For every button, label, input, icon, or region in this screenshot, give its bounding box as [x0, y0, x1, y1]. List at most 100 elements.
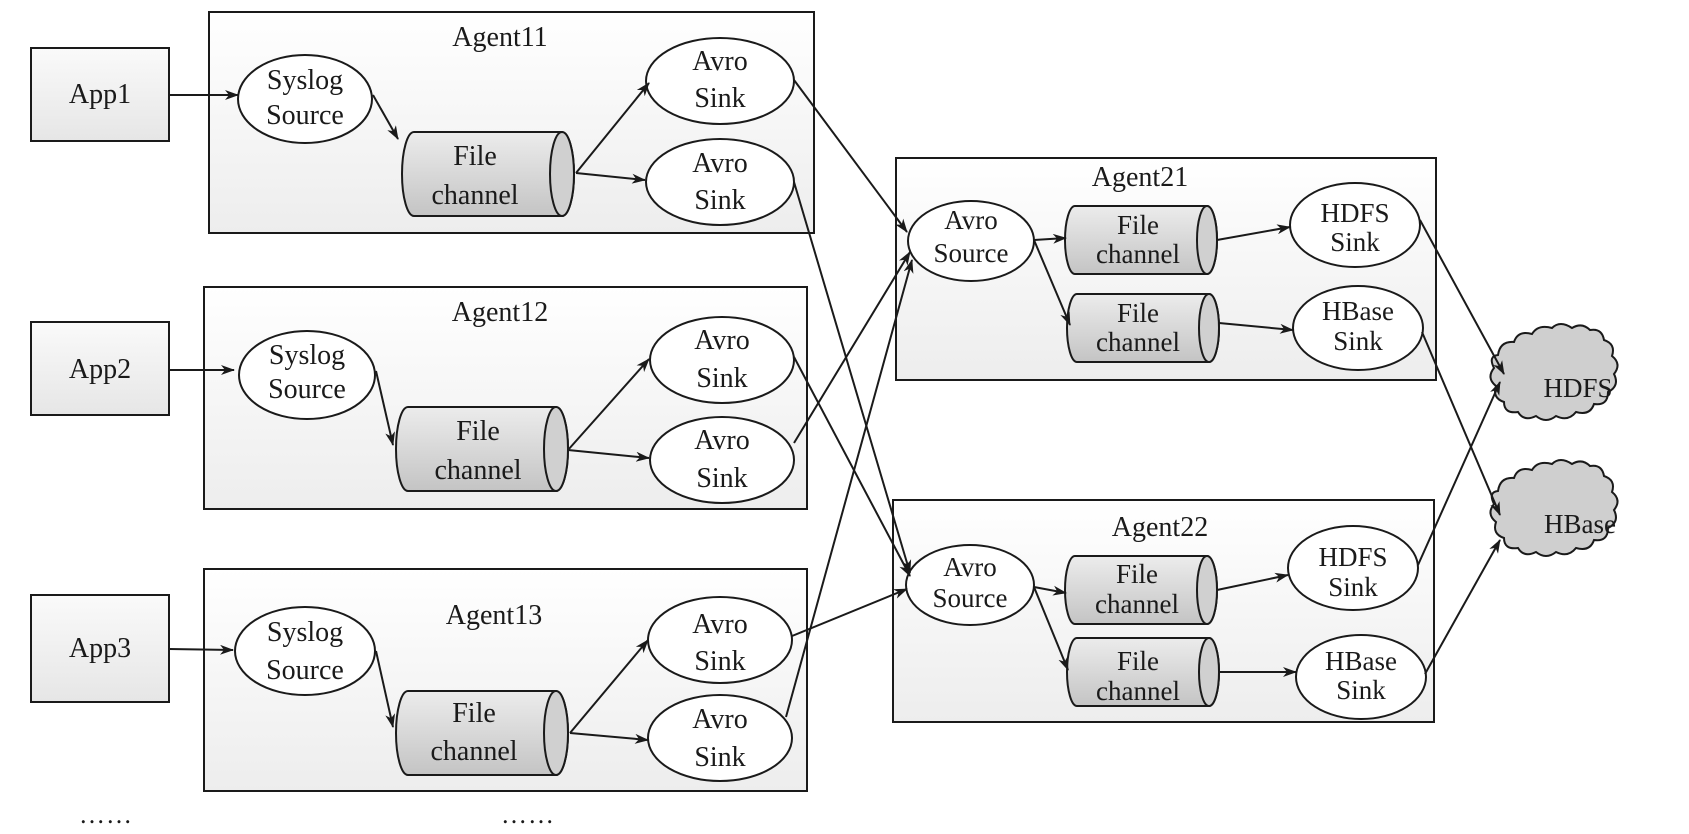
agent11-sink-a-line2: Sink	[694, 83, 745, 114]
agent12-syslog-source: Syslog Source	[238, 330, 376, 420]
edge-agent11-sink-b-agent22	[793, 181, 912, 574]
agent12-avro-sink-a: Avro Sink	[649, 316, 795, 404]
app3-label: App3	[69, 633, 131, 664]
agent22-channel-a-line2: channel	[1095, 589, 1179, 619]
agent13-syslog-source: Syslog Source	[234, 606, 376, 696]
agent12-sink-b-line1: Avro	[694, 425, 749, 456]
edge-agent13-source-channel	[375, 650, 396, 728]
agent22-hdfs-sink-line1: HDFS	[1318, 542, 1387, 572]
agent21-hbase-sink-line2: Sink	[1333, 326, 1383, 356]
agent21-hbase-sink-line1: HBase	[1322, 296, 1394, 326]
agent11-sink-b-line2: Sink	[694, 185, 745, 216]
agent21-file-channel-b: File channel	[1066, 292, 1220, 364]
agent13-sink-a-line1: Avro	[692, 609, 747, 640]
agent22-hbase-sink-line1: HBase	[1325, 646, 1397, 676]
hdfs-cloud: HDFS	[1489, 323, 1619, 421]
edge-agent22-hbase-store	[1424, 539, 1501, 675]
agent22-hdfs-sink: HDFS Sink	[1287, 525, 1419, 611]
agent12-channel-line2: channel	[434, 455, 521, 486]
agent21-channel-b-line1: File	[1117, 298, 1159, 328]
agent22-channel-a-line1: File	[1116, 559, 1158, 589]
agent13-source-line1: Syslog	[267, 617, 343, 648]
agent13-sink-b-line2: Sink	[694, 742, 745, 773]
agent13-avro-sink-b: Avro Sink	[647, 694, 793, 782]
agent22-hbase-sink: HBase Sink	[1295, 634, 1427, 720]
edge-agent21-hbase-store	[1421, 331, 1501, 516]
app2-node: App2	[30, 321, 170, 416]
app2-box	[30, 321, 170, 416]
agent11-channel-line1: File	[453, 141, 497, 172]
agent22-hbase-sink-line2: Sink	[1336, 675, 1386, 705]
agent21-channel-a-line1: File	[1117, 210, 1159, 240]
agent12-sink-a-line1: Avro	[694, 325, 749, 356]
agent11-file-channel: File channel	[401, 130, 575, 218]
agent11-syslog-source: Syslog Source	[237, 54, 373, 144]
agent12-source-line1: Syslog	[269, 340, 345, 371]
agent11-channel-line2: channel	[431, 180, 518, 211]
agent22-source-line2: Source	[933, 583, 1008, 613]
agent21-source-line1: Avro	[944, 205, 998, 235]
agent21-hdfs-sink-line2: Sink	[1330, 227, 1380, 257]
agent12-sink-b-line2: Sink	[696, 463, 747, 494]
agent12-source-line2: Source	[268, 374, 346, 405]
edges	[168, 79, 1505, 744]
edge-agent12-source-channel	[375, 370, 395, 446]
agent22-source-line1: Avro	[943, 552, 997, 582]
edge-agent21-source-channel-b	[1033, 239, 1071, 326]
agent11-source-line1: Syslog	[267, 65, 343, 96]
agent12-avro-sink-b: Avro Sink	[649, 416, 795, 504]
app1-node: App1	[30, 47, 170, 142]
edge-agent22-source-channel-b	[1033, 586, 1069, 671]
edge-agent11-channel-sink-b	[575, 172, 646, 184]
hbase-cloud: HBase	[1489, 459, 1619, 557]
agent21-avro-source: Avro Source	[907, 200, 1035, 282]
edge-agent21-channel-b-hbase	[1218, 322, 1294, 334]
agent11-avro-sink-b: Avro Sink	[645, 138, 795, 226]
app3-node: App3	[30, 594, 170, 703]
agent11-title: Agent11	[452, 22, 547, 53]
agent22-hdfs-sink-line2: Sink	[1328, 572, 1378, 602]
edge-agent22-source-channel-a	[1033, 585, 1067, 596]
agent22-channel-b-line2: channel	[1096, 676, 1180, 706]
agent11-source-line2: Source	[266, 100, 344, 131]
edge-app3-agent13	[168, 644, 234, 655]
agents-ellipsis: ……	[501, 800, 555, 829]
agent11-sink-a-line1: Avro	[692, 46, 747, 77]
edge-agent13-channel-sink-b	[569, 732, 649, 744]
agent22-file-channel-b: File channel	[1066, 636, 1220, 708]
app1-box	[30, 47, 170, 142]
agent22-avro-source: Avro Source	[905, 544, 1035, 626]
edge-agent12-sink-b-agent21	[793, 251, 911, 444]
edge-agent11-source-channel	[372, 94, 399, 140]
hbase-label: HBase	[1544, 509, 1616, 539]
app2-label: App2	[69, 354, 131, 385]
edge-agent12-channel-sink-a	[567, 358, 650, 451]
agent13-sink-a-line2: Sink	[694, 646, 745, 677]
agent22-title: Agent22	[1112, 512, 1208, 543]
agent22-file-channel-a: File channel	[1064, 554, 1218, 626]
agent12-file-channel: File channel	[395, 405, 569, 493]
edge-agent11-sink-a-agent21	[793, 79, 908, 233]
edge-agent22-channel-a-hdfs	[1216, 572, 1289, 591]
edge-agent11-channel-sink-a	[575, 82, 650, 174]
agent11-sink-b-line1: Avro	[692, 148, 747, 179]
agent12-title: Agent12	[452, 297, 548, 328]
agent21-file-channel-a: File channel	[1064, 204, 1218, 276]
agent13-avro-sink-a: Avro Sink	[647, 596, 793, 684]
apps-ellipsis: ……	[79, 800, 133, 829]
edge-agent12-sink-a-agent22	[793, 356, 911, 577]
agent13-channel-line2: channel	[430, 736, 517, 767]
agent13-source-line2: Source	[266, 655, 344, 686]
edge-agent21-channel-a-hdfs	[1216, 224, 1291, 241]
agent13-sink-b-line1: Avro	[692, 704, 747, 735]
agent12-channel-line1: File	[456, 416, 500, 447]
edge-agent21-source-channel-a	[1033, 233, 1067, 244]
app3-box	[30, 594, 170, 703]
agent21-channel-b-line2: channel	[1096, 327, 1180, 357]
agent21-channel-a-line2: channel	[1096, 239, 1180, 269]
edge-agent21-hdfs-store	[1419, 219, 1505, 375]
agent21-hdfs-sink: HDFS Sink	[1289, 182, 1421, 268]
edge-agent13-channel-sink-a	[569, 639, 649, 734]
hdfs-label: HDFS	[1543, 373, 1612, 403]
